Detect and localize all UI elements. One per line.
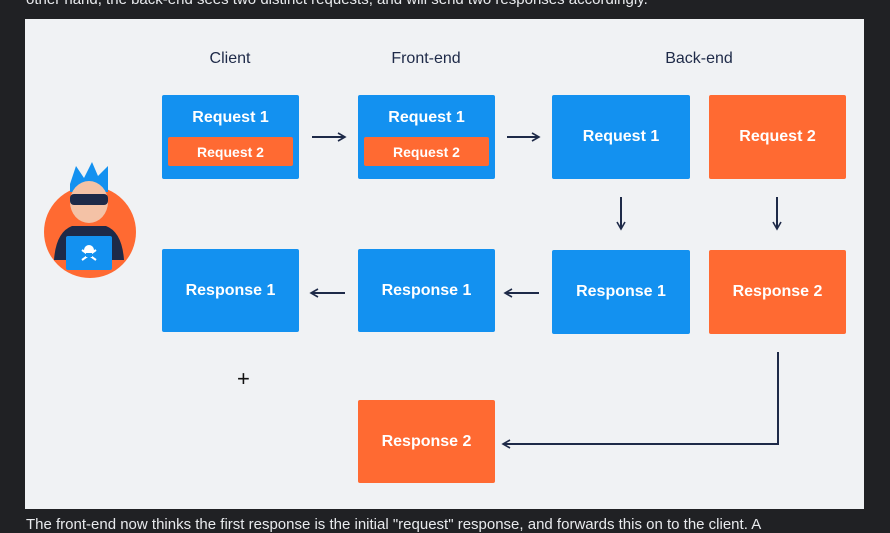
header-client: Client [209,50,251,67]
arrows-layer [309,132,782,449]
backend-response-1-box: Response 1 [552,250,690,334]
client-request-1-label: Request 1 [192,109,269,126]
frontend-response-2-box: Response 2 [358,400,495,483]
arrow-response2-to-frontend [501,352,779,449]
header-frontend: Front-end [391,50,461,67]
client-request-box: Request 1 Request 2 [162,95,299,179]
crosshair-cursor-icon: + [237,366,250,391]
frontend-request-box: Request 1 Request 2 [358,95,495,179]
backend-request-1-box: Request 1 [552,95,690,179]
frontend-request-1-label: Request 1 [388,109,465,126]
backend-request-2-box: Request 2 [709,95,846,179]
top-paragraph-text: other hand, the back-end sees two distin… [26,0,886,8]
hacker-avatar-icon [42,152,138,280]
frontend-response-1-box: Response 1 [358,249,495,332]
backend-response-2-box: Response 2 [709,250,846,334]
frontend-request-2-inner: Request 2 [364,137,489,166]
client-response-1-box: Response 1 [162,249,299,332]
header-backend: Back-end [665,50,733,67]
client-request-2-inner: Request 2 [168,137,293,166]
request-smuggling-diagram: Client Front-end Back-end Request 1 Requ… [25,19,864,509]
